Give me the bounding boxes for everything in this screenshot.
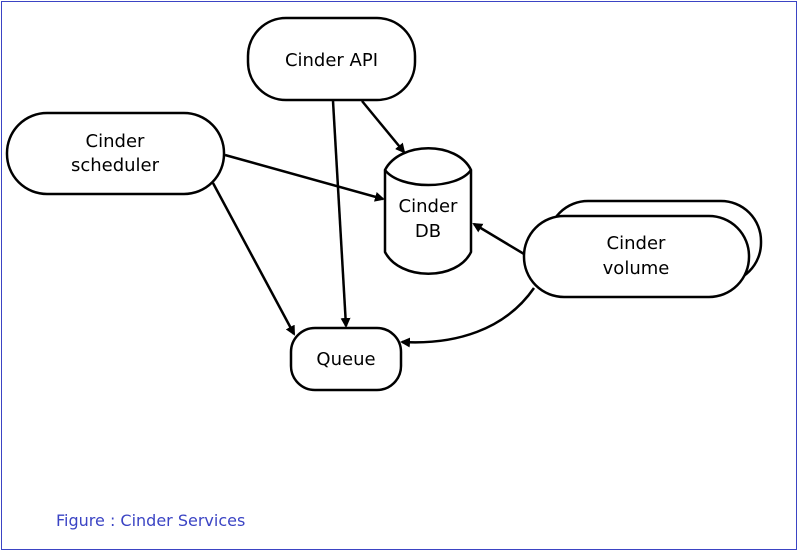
- edge-scheduler-to-db: [224, 153, 385, 202]
- node-cinder-volume-label-line1: Cinder: [607, 233, 666, 254]
- node-cinder-volume-label-line2: volume: [603, 258, 670, 279]
- edge-scheduler-to-queue: [211, 182, 296, 336]
- edges: [211, 100, 536, 348]
- node-cinder-scheduler-label-line1: Cinder: [86, 131, 145, 152]
- edge-api-to-db: [361, 100, 406, 154]
- node-cinder-db-label-line2: DB: [415, 221, 441, 242]
- figure-caption: Figure : Cinder Services: [56, 511, 246, 530]
- node-cinder-volume: Cinder volume: [522, 199, 763, 299]
- edge-volume-to-db: [472, 222, 525, 256]
- edge-api-to-queue: [331, 100, 351, 328]
- node-queue: Queue: [289, 326, 403, 392]
- node-cinder-db: Cinder DB: [383, 147, 473, 275]
- node-cinder-volume-front-shape: [522, 214, 751, 299]
- node-cinder-scheduler-label-line2: scheduler: [71, 155, 160, 176]
- edge-volume-to-queue: [400, 287, 536, 348]
- node-cinder-api: Cinder API: [246, 16, 417, 102]
- node-cinder-scheduler: Cinder scheduler: [5, 111, 226, 196]
- node-queue-label: Queue: [316, 349, 375, 370]
- node-cinder-api-label: Cinder API: [285, 50, 378, 71]
- node-cinder-db-label-line1: Cinder: [399, 196, 458, 217]
